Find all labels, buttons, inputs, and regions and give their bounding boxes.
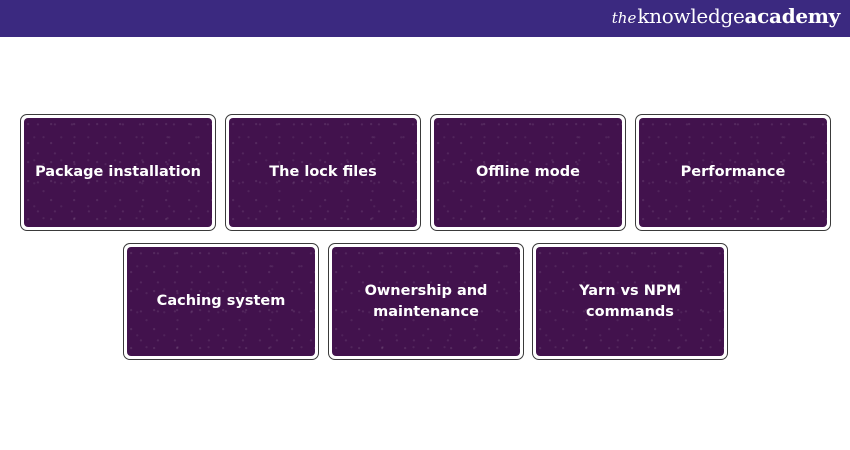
card-label: Package installation — [24, 118, 212, 227]
card-lock-files: The lock files — [225, 114, 421, 231]
header-bar: the knowledge academy — [0, 0, 850, 37]
logo-knowledge: knowledge — [637, 4, 745, 28]
card-offline-mode: Offline mode — [430, 114, 626, 231]
card-label: Ownership and maintenance — [332, 247, 520, 356]
logo-academy: academy — [744, 4, 841, 28]
logo-the: the — [611, 9, 637, 27]
card-label: Offline mode — [434, 118, 622, 227]
card-caching-system: Caching system — [123, 243, 319, 360]
card-performance: Performance — [635, 114, 831, 231]
card-label: The lock files — [229, 118, 417, 227]
card-package-installation: Package installation — [20, 114, 216, 231]
card-label: Performance — [639, 118, 827, 227]
card-label: Yarn vs NPM commands — [536, 247, 724, 356]
card-yarn-vs-npm: Yarn vs NPM commands — [532, 243, 728, 360]
card-label: Caching system — [127, 247, 315, 356]
brand-logo[interactable]: the knowledge academy — [611, 4, 841, 34]
card-ownership-maintenance: Ownership and maintenance — [328, 243, 524, 360]
